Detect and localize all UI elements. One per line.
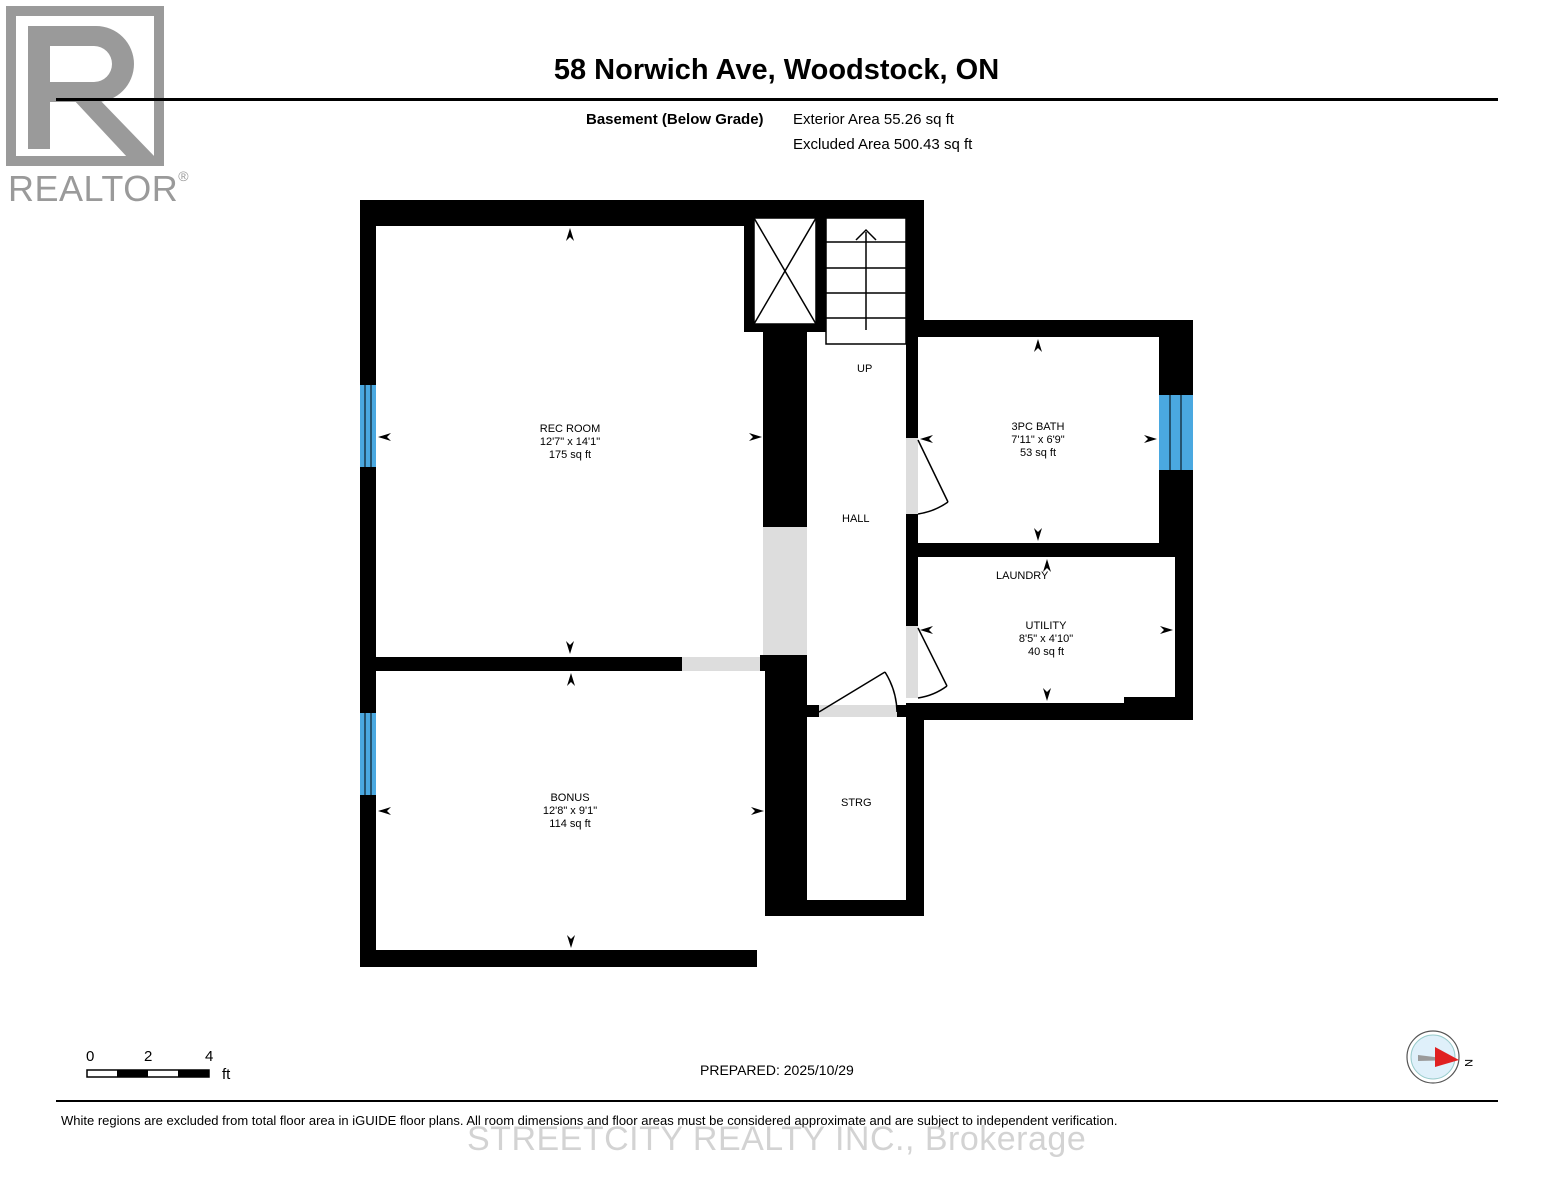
compass-north-label: N: [1461, 1059, 1474, 1067]
page-title: 58 Norwich Ave, Woodstock, ON: [553, 54, 1000, 86]
exterior-area: Exterior Area 55.26 sq ft: [793, 111, 954, 128]
scale-tick-2: 2: [144, 1048, 153, 1065]
room-dims: 8'5" x 4'10": [1018, 633, 1074, 645]
room-name: REC ROOM: [539, 423, 601, 435]
room-strg: STRG: [841, 797, 872, 809]
brokerage-watermark: STREETCITY REALTY INC., Brokerage: [467, 1120, 1087, 1158]
disclaimer-text: White regions are excluded from total fl…: [61, 1113, 1118, 1128]
excluded-area: Excluded Area 500.43 sq ft: [793, 136, 973, 153]
stairs: [825, 217, 907, 345]
room-area: 40 sq ft: [1027, 646, 1065, 658]
room-hall: HALL: [842, 513, 870, 525]
scale-tick-4: 4: [205, 1048, 214, 1065]
room-utility: UTILITY 8'5" x 4'10" 40 sq ft: [996, 620, 1096, 659]
room-dims: 12'8" x 9'1": [542, 805, 598, 817]
scale-bar: [86, 1069, 210, 1078]
realtor-wordmark: REALTOR®: [8, 168, 189, 210]
prepared-date: PREPARED: 2025/10/29: [700, 1062, 854, 1078]
room-name: 3PC BATH: [1011, 421, 1065, 433]
dimension-arrows: [378, 228, 1173, 948]
room-laundry: LAUNDRY: [996, 570, 1049, 582]
realtor-logo: [6, 6, 164, 166]
room-area: 114 sq ft: [549, 818, 591, 830]
header-divider: [56, 98, 1498, 101]
footer-divider: [56, 1100, 1498, 1102]
scale-unit: ft: [222, 1066, 231, 1083]
windows: [360, 385, 1193, 795]
stairs-up-label: UP: [857, 363, 873, 375]
compass-icon: [1406, 1030, 1460, 1084]
closet-x: [753, 217, 817, 325]
door-swings: [818, 439, 949, 713]
room-dims: 12'7" x 14'1": [539, 436, 601, 448]
registered-mark: ®: [178, 168, 190, 184]
openings: [682, 438, 918, 717]
room-bonus: BONUS 12'8" x 9'1" 114 sq ft: [520, 792, 620, 831]
room-area: 175 sq ft: [548, 449, 592, 461]
realtor-wordmark-text: REALTOR: [8, 168, 179, 209]
scale-tick-0: 0: [86, 1048, 95, 1065]
room-name: BONUS: [550, 792, 590, 804]
room-3pc-bath: 3PC BATH 7'11" x 6'9" 53 sq ft: [988, 421, 1088, 460]
room-area: 53 sq ft: [1019, 447, 1057, 459]
room-rec-room: REC ROOM 12'7" x 14'1" 175 sq ft: [520, 423, 620, 462]
room-dims: 7'11" x 6'9": [1011, 434, 1065, 446]
room-name: UTILITY: [1025, 620, 1067, 632]
level-name: Basement (Below Grade): [586, 111, 764, 128]
